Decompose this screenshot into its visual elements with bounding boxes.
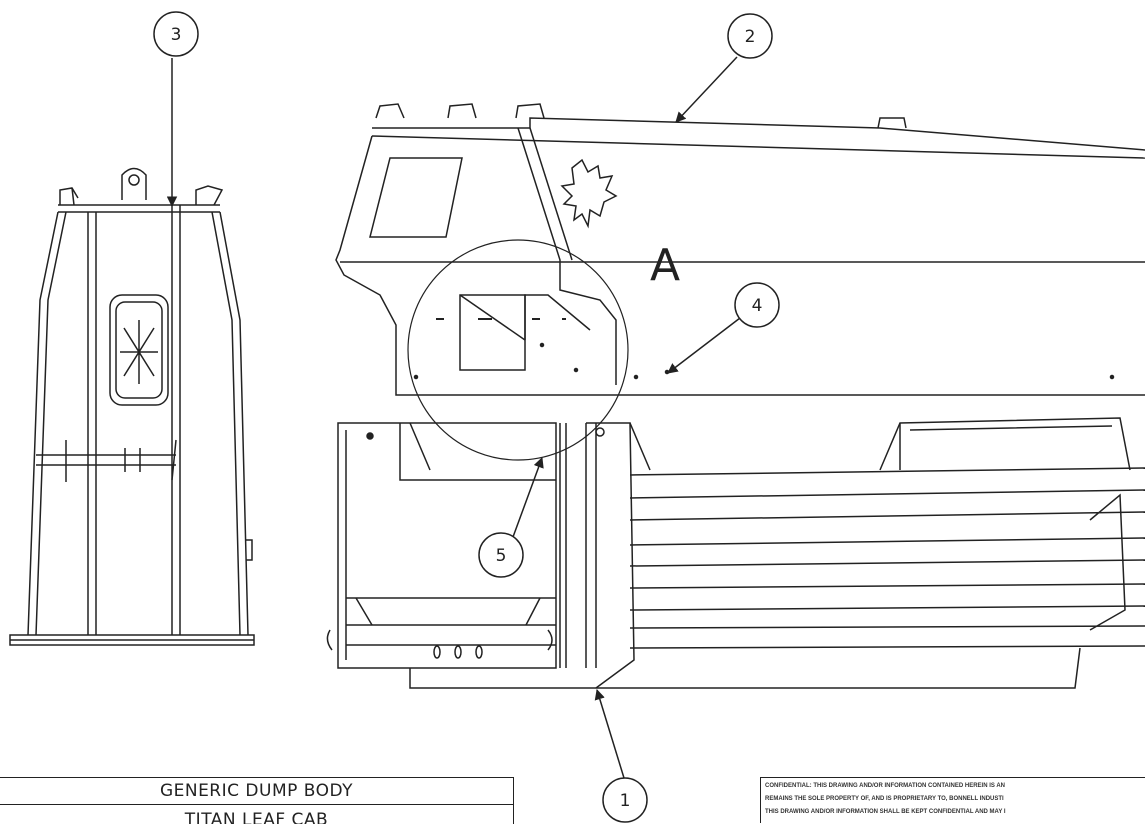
confidential-notice: CONFIDENTIAL: THIS DRAWING AND/OR INFORM… <box>760 777 1145 823</box>
confidential-line-3: THIS DRAWING AND/OR INFORMATION SHALL BE… <box>765 809 1006 815</box>
balloon-3-label: 3 <box>171 25 182 45</box>
leader-line-4 <box>667 317 741 374</box>
balloon-3: 3 <box>153 11 199 57</box>
leader-line-1 <box>594 688 625 779</box>
leader-line-5 <box>512 457 544 538</box>
leader-line-2 <box>675 56 738 123</box>
balloon-1-label: 1 <box>620 791 631 811</box>
view-label: A <box>650 240 680 291</box>
balloon-5: 5 <box>478 532 524 578</box>
cab-side-view <box>9 167 255 646</box>
confidential-line-1: CONFIDENTIAL: THIS DRAWING AND/OR INFORM… <box>765 783 1005 789</box>
balloon-4: 4 <box>734 282 780 328</box>
balloon-2-label: 2 <box>745 27 756 47</box>
balloon-1: 1 <box>602 777 648 823</box>
drawing-subtitle: TITAN LEAF CAB <box>184 810 329 824</box>
confidential-line-2: REMAINS THE SOLE PROPERTY OF, AND IS PRO… <box>765 796 1004 802</box>
balloon-5-label: 5 <box>496 546 507 566</box>
balloon-2: 2 <box>727 13 773 59</box>
leader-lines <box>166 56 741 779</box>
leaf-logo-icon <box>560 158 618 229</box>
balloon-4-label: 4 <box>752 296 763 316</box>
title-block: GENERIC DUMP BODY TITAN LEAF CAB <box>0 777 514 824</box>
drawing-title: GENERIC DUMP BODY <box>0 778 513 805</box>
cab-front-view <box>335 103 1145 461</box>
dump-body-view <box>326 417 1145 689</box>
